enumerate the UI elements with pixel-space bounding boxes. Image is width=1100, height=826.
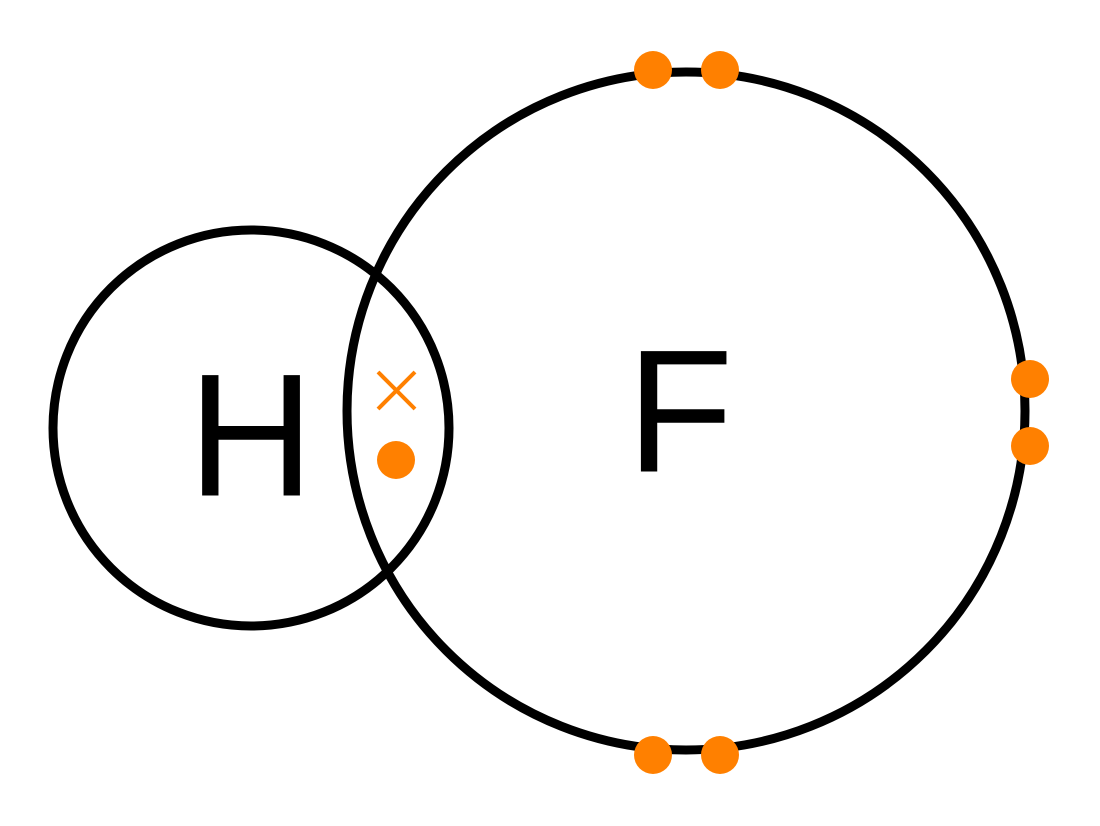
lone-pair-top xyxy=(634,51,739,89)
lone-pair-bottom xyxy=(634,736,739,774)
fluorine-shell xyxy=(342,67,1030,755)
hydrogen-symbol: H xyxy=(188,339,314,534)
hydrogen-electron-cross xyxy=(376,370,417,411)
electron-dot xyxy=(701,51,739,89)
electron-dot xyxy=(1011,360,1049,398)
hydrogen-shell xyxy=(48,225,454,631)
electron-dot xyxy=(634,51,672,89)
cross-stroke-b xyxy=(376,370,417,411)
shared-electron-dot xyxy=(377,441,415,479)
electron-dot xyxy=(634,736,672,774)
electron-dot xyxy=(1011,427,1049,465)
lone-pair-right xyxy=(1011,360,1049,465)
fluorine-symbol: F xyxy=(627,315,734,510)
electron-dot xyxy=(701,736,739,774)
